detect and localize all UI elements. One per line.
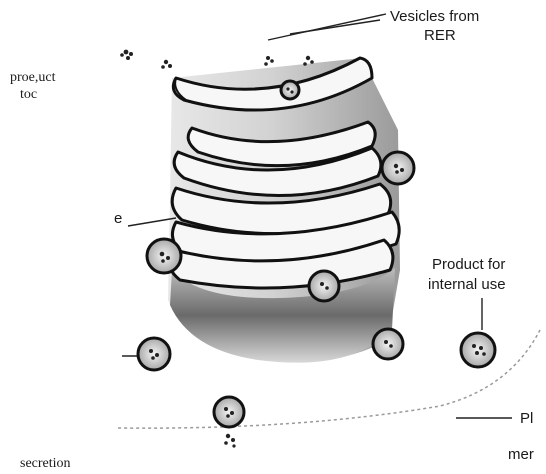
leader-vesicles-2	[290, 20, 380, 34]
label-plasma-2: mer	[508, 446, 534, 463]
vesicle-left	[147, 239, 181, 273]
label-vesicles-from: Vesicles from	[390, 8, 479, 25]
vesicle-center	[309, 271, 339, 301]
vesicle-internal-use	[461, 333, 495, 367]
label-secretion: secretion	[20, 456, 71, 472]
vesicle-top	[281, 81, 299, 99]
label-product-left-1: proe,uct	[10, 70, 55, 86]
label-rer: RER	[424, 27, 456, 44]
rer-vesicle-dots	[120, 50, 314, 69]
vesicle-right-upper	[382, 152, 414, 184]
label-product-for: Product for	[432, 256, 505, 273]
leader-left	[128, 218, 176, 226]
vesicle-right-lower	[373, 329, 403, 359]
secreted-particles	[224, 434, 235, 448]
label-plasma-1: Pl	[520, 410, 533, 427]
vesicle-bottom-left	[138, 338, 170, 370]
leader-vesicles	[268, 14, 386, 40]
label-left-cut: e	[114, 210, 122, 227]
label-product-left-2: toc	[20, 87, 37, 103]
label-internal-use: internal use	[428, 276, 506, 293]
vesicle-bottom	[214, 397, 244, 427]
